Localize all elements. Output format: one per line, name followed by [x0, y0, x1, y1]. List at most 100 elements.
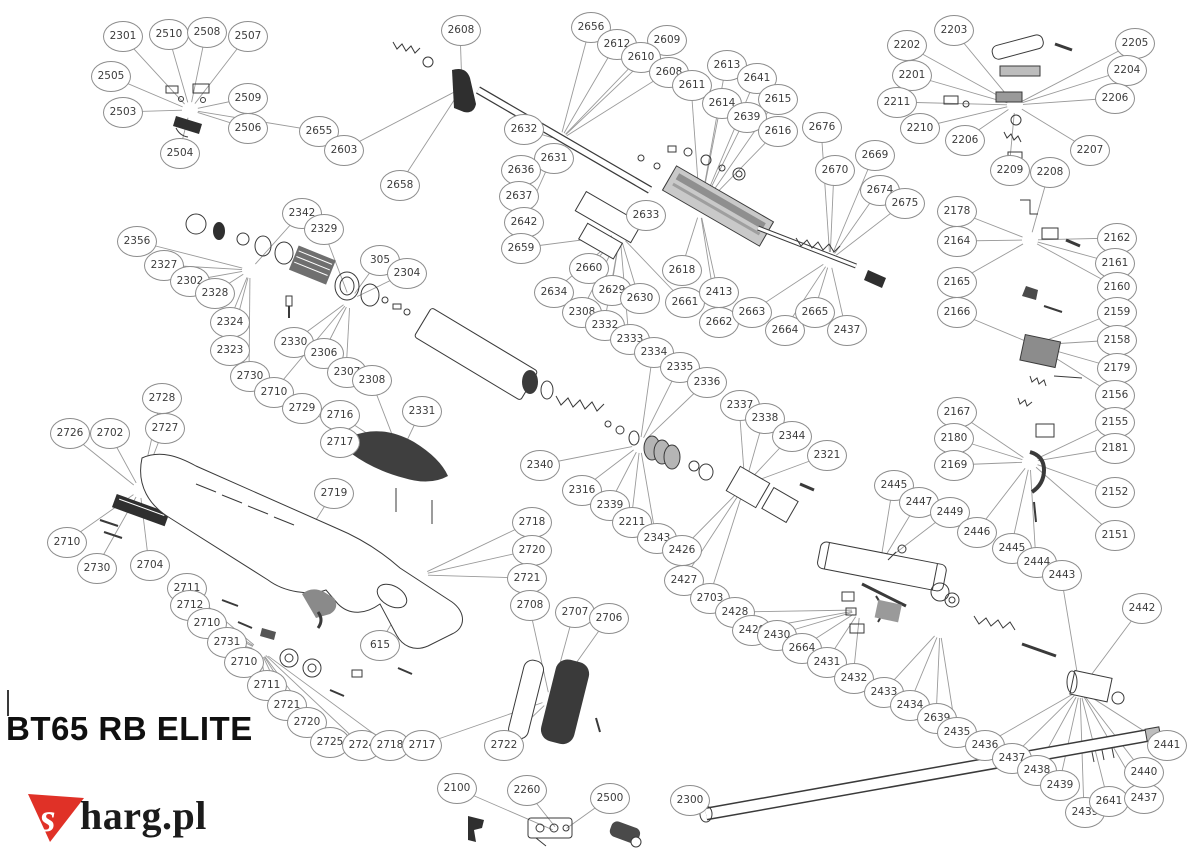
part-callout-2508: 2508 [187, 17, 227, 48]
part-callout-2632: 2632 [504, 114, 544, 145]
part-callout-2633: 2633 [626, 200, 666, 231]
part-callout-2618: 2618 [662, 255, 702, 286]
part-callout-2304: 2304 [387, 258, 427, 289]
part-callout-2328: 2328 [195, 278, 235, 309]
part-callout-2442: 2442 [1122, 593, 1162, 624]
part-callout-2642: 2642 [504, 207, 544, 238]
part-callout-2178: 2178 [937, 196, 977, 227]
part-callout-2211: 2211 [877, 87, 917, 118]
part-sketch-stock [99, 431, 463, 697]
part-callout-2356: 2356 [117, 226, 157, 257]
part-callout-2208: 2208 [1030, 157, 1070, 188]
part-callout-2449: 2449 [930, 497, 970, 528]
part-callout-2165: 2165 [937, 267, 977, 298]
part-callout-2706: 2706 [589, 603, 629, 634]
part-callout-2166: 2166 [937, 297, 977, 328]
part-sketch-small-parts [7, 690, 642, 848]
part-callout-2327: 2327 [144, 250, 184, 281]
part-callout-2663: 2663 [732, 297, 772, 328]
part-callout-2507: 2507 [228, 21, 268, 52]
part-callout-2308: 2308 [352, 365, 392, 396]
part-callout-2334: 2334 [634, 337, 674, 368]
part-callout-2707: 2707 [555, 597, 595, 628]
part-callout-2710: 2710 [47, 527, 87, 558]
part-callout-2637: 2637 [499, 181, 539, 212]
part-callout-2201: 2201 [892, 60, 932, 91]
part-callout-2727: 2727 [145, 413, 185, 444]
part-callout-2661: 2661 [665, 287, 705, 318]
brand-logo-s: s [40, 795, 56, 840]
part-callout-2609: 2609 [647, 25, 687, 56]
part-callout-2504: 2504 [160, 138, 200, 169]
part-callout-2329: 2329 [304, 214, 344, 245]
part-callout-2441: 2441 [1147, 730, 1187, 761]
part-sketch-cylinder-front [185, 213, 411, 318]
part-callout-2164: 2164 [937, 226, 977, 257]
part-callout-2717: 2717 [402, 730, 442, 761]
part-callout-2206: 2206 [945, 125, 985, 156]
part-callout-2729: 2729 [282, 393, 322, 424]
part-sketch-scope-mounts [165, 83, 210, 138]
part-callout-2720: 2720 [287, 707, 327, 738]
part-callout-2711: 2711 [247, 670, 287, 701]
part-callout-2324: 2324 [210, 307, 250, 338]
part-callout-2437: 2437 [1124, 783, 1164, 814]
part-callout-2503: 2503 [103, 97, 143, 128]
part-callout-2730: 2730 [77, 553, 117, 584]
part-callout-2206: 2206 [1095, 83, 1135, 114]
part-sketch-air-cylinder [817, 541, 1125, 705]
part-callout-2437: 2437 [827, 315, 867, 346]
brand-logo: s harg.pl [26, 792, 207, 846]
part-callout-2156: 2156 [1095, 380, 1135, 411]
part-callout-2158: 2158 [1097, 325, 1137, 356]
part-callout-2717: 2717 [320, 427, 360, 458]
part-callout-2670: 2670 [815, 155, 855, 186]
part-callout-2659: 2659 [501, 233, 541, 264]
part-callout-2710: 2710 [224, 647, 264, 678]
part-callout-2630: 2630 [620, 283, 660, 314]
part-callout-2675: 2675 [885, 188, 925, 219]
part-callout-2610: 2610 [621, 42, 661, 73]
part-callout-2202: 2202 [887, 30, 927, 61]
part-sketch-receiver [574, 145, 886, 288]
part-callout-2720: 2720 [512, 535, 552, 566]
part-callout-2209: 2209 [990, 155, 1030, 186]
part-callout-2716: 2716 [320, 400, 360, 431]
part-callout-2155: 2155 [1095, 407, 1135, 438]
part-callout-2603: 2603 [324, 135, 364, 166]
part-sketch-trigger-guard [943, 34, 1073, 165]
part-callout-615: 615 [360, 630, 400, 661]
part-callout-2207: 2207 [1070, 135, 1110, 166]
part-callout-2321: 2321 [807, 440, 847, 471]
part-callout-2151: 2151 [1095, 520, 1135, 551]
part-sketch-trigger-parts [1017, 199, 1083, 523]
part-callout-2203: 2203 [934, 15, 974, 46]
part-callout-2509: 2509 [228, 83, 268, 114]
part-callout-2446: 2446 [957, 517, 997, 548]
part-callout-2721: 2721 [507, 563, 547, 594]
part-callout-2100: 2100 [437, 773, 477, 804]
part-callout-2616: 2616 [758, 116, 798, 147]
part-callout-2152: 2152 [1095, 477, 1135, 508]
part-callout-2439: 2439 [1040, 770, 1080, 801]
part-callout-2204: 2204 [1107, 55, 1147, 86]
brand-logo-text: harg.pl [80, 793, 207, 838]
part-callout-2656: 2656 [571, 12, 611, 43]
part-callout-2301: 2301 [103, 21, 143, 52]
part-callout-2323: 2323 [210, 335, 250, 366]
part-callout-2167: 2167 [937, 397, 977, 428]
part-callout-2169: 2169 [934, 450, 974, 481]
part-callout-2704: 2704 [130, 550, 170, 581]
part-callout-2179: 2179 [1097, 353, 1137, 384]
part-sketch-cylinder-piston [414, 308, 815, 524]
part-callout-2432: 2432 [834, 663, 874, 694]
part-callout-2669: 2669 [855, 140, 895, 171]
part-callout-2316: 2316 [562, 475, 602, 506]
part-callout-2344: 2344 [772, 421, 812, 452]
part-callout-2615: 2615 [758, 84, 798, 115]
part-sketch-butt-pad [508, 659, 601, 745]
part-callout-2331: 2331 [402, 396, 442, 427]
brand-triangle-icon [28, 794, 84, 842]
page-title: BT65 RB ELITE [6, 710, 253, 747]
